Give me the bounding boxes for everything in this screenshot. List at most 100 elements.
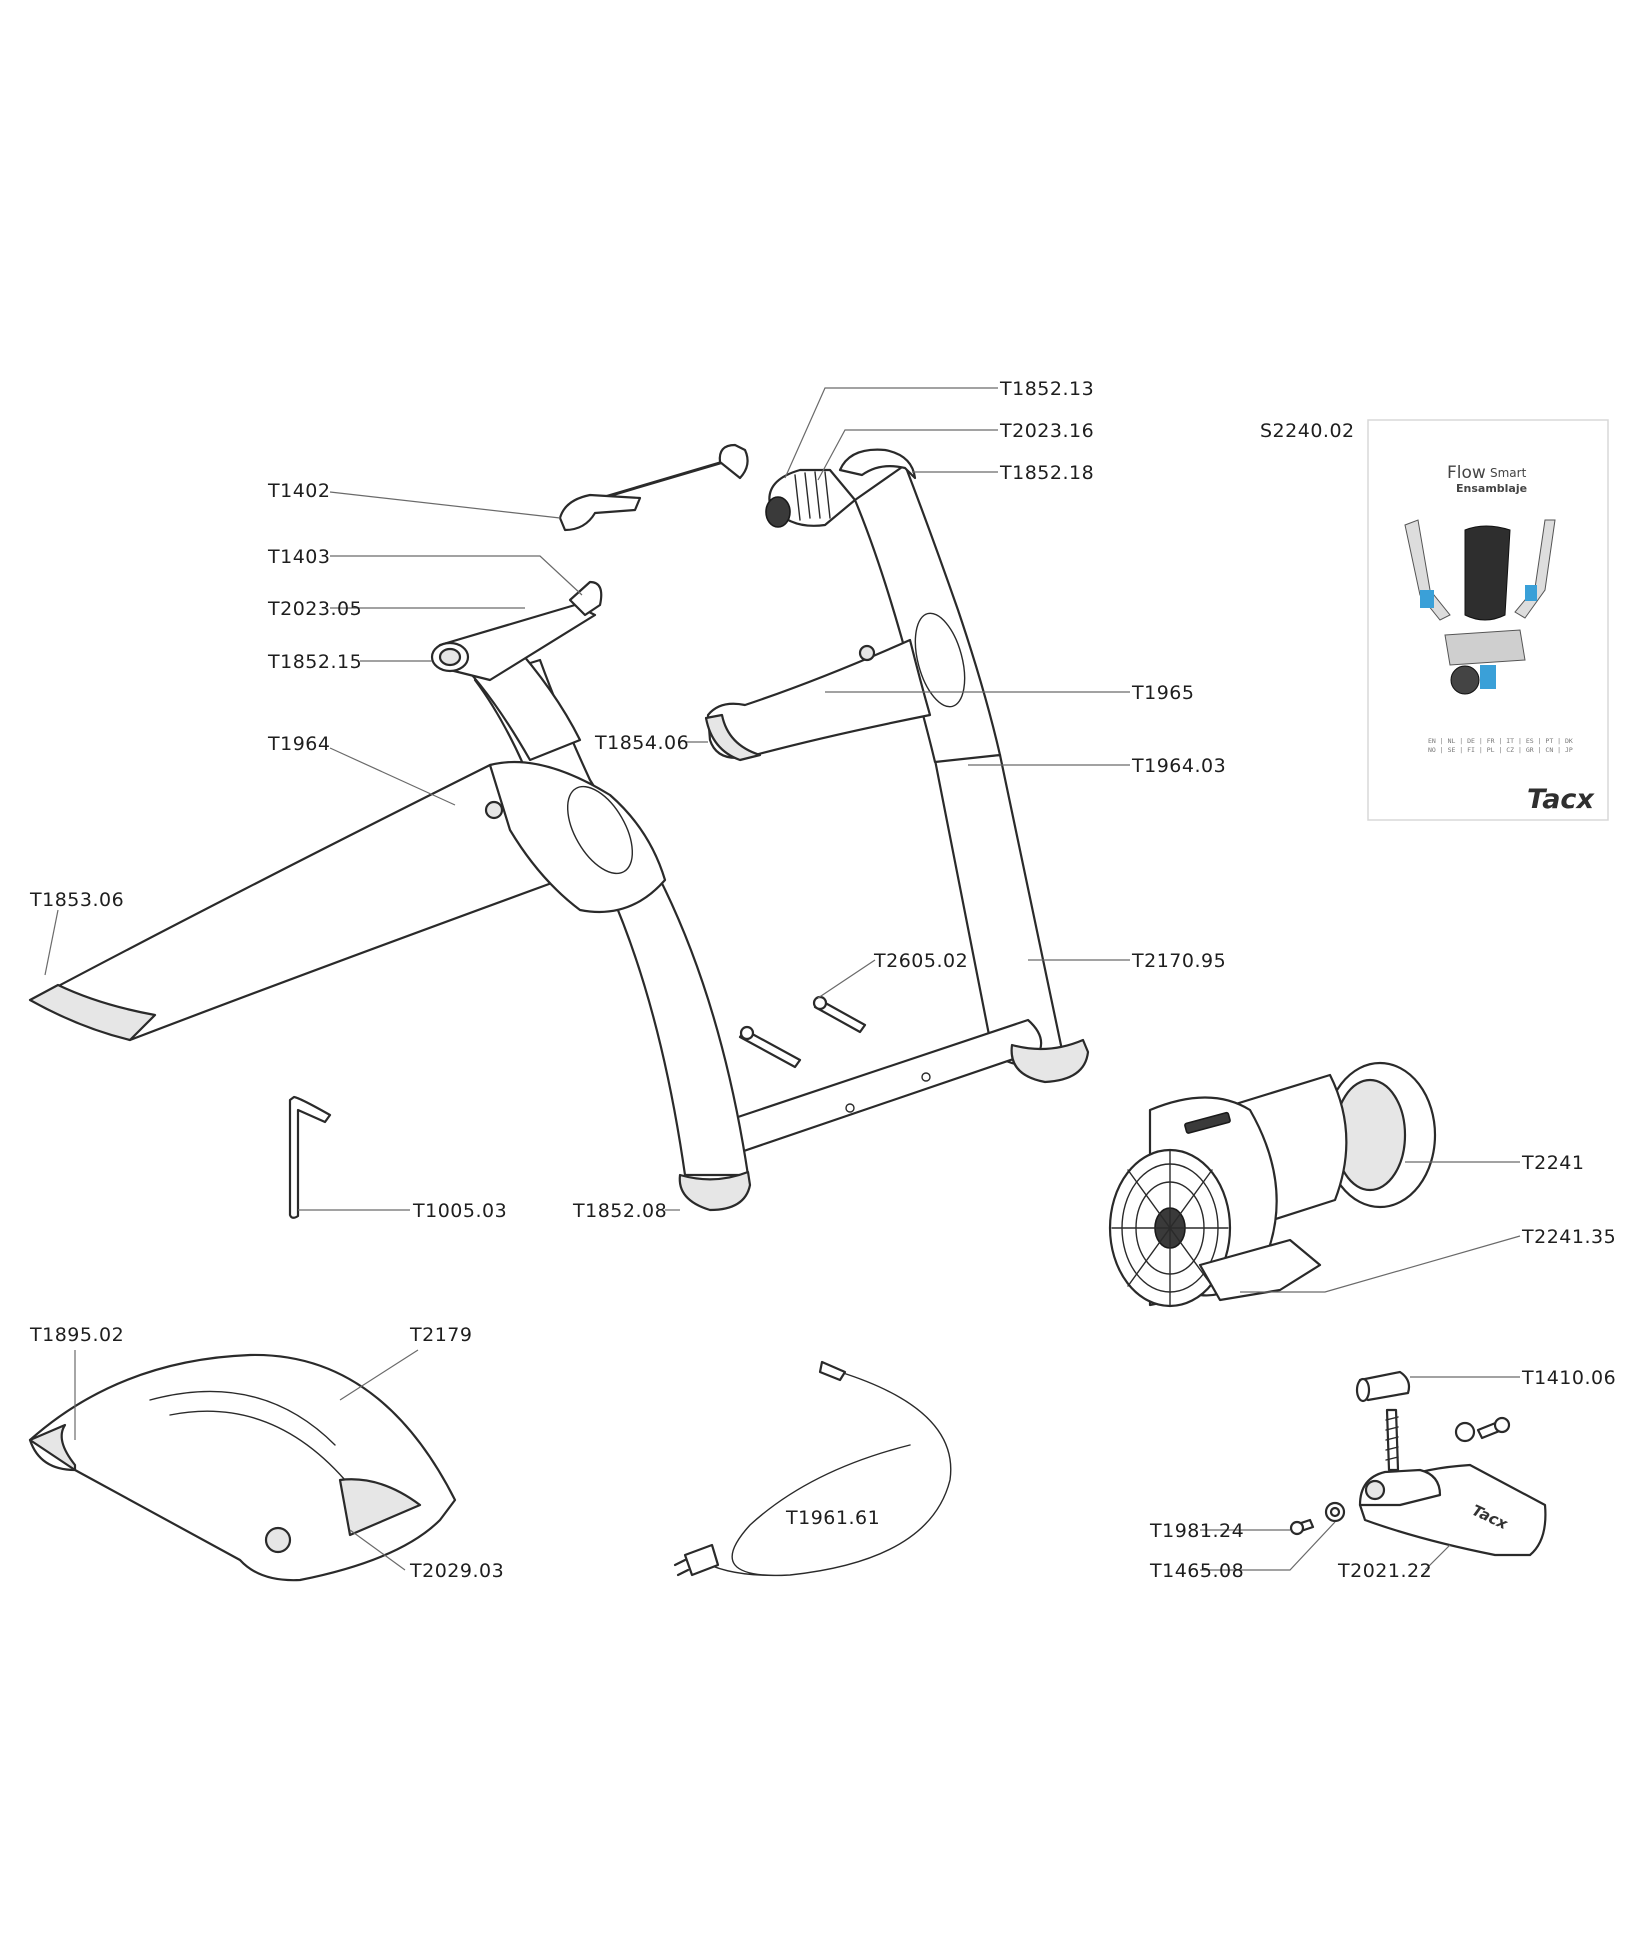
cross-tube xyxy=(718,1018,1043,1157)
washer-screw-head xyxy=(1289,1520,1305,1536)
leader-t1465-08 xyxy=(1200,1521,1336,1571)
allen-key xyxy=(288,1095,332,1219)
skewer-lever xyxy=(558,493,642,532)
footplate-bolt-thread xyxy=(1385,1416,1399,1461)
manual-illustration-unit xyxy=(1450,665,1480,695)
label-t1854-06: T1854.06 xyxy=(594,732,689,754)
foot-cap-left xyxy=(678,1170,752,1212)
label-t2241-35: T2241.35 xyxy=(1521,1226,1616,1248)
label-t1964-03: T1964.03 xyxy=(1131,755,1226,777)
leader-t1964 xyxy=(329,747,456,806)
left-arm-footpad xyxy=(28,983,157,1042)
left-arm-clamp xyxy=(488,760,667,914)
leader-lines xyxy=(44,387,1521,1571)
right-axle-knob-thread xyxy=(794,471,831,521)
wheel-block-body xyxy=(28,1353,457,1582)
cable-wire xyxy=(699,1371,952,1577)
unit-display-slot xyxy=(1184,1111,1231,1134)
fan-spokes xyxy=(1111,1149,1229,1307)
leader-t2179 xyxy=(339,1349,419,1401)
label-t2023-16: T2023.16 xyxy=(999,420,1094,442)
resistance-unit xyxy=(1108,1061,1437,1308)
manual-illustration-arm-right xyxy=(1514,519,1556,619)
cable-plug-pin xyxy=(673,1558,687,1567)
footplate-screw-head xyxy=(1493,1416,1511,1434)
skewer-end-nut xyxy=(718,443,749,480)
label-t1410-06: T1410.06 xyxy=(1521,1367,1616,1389)
manual-illustration-base xyxy=(1444,629,1526,666)
label-t2170-95: T2170.95 xyxy=(1131,950,1226,972)
power-cable xyxy=(673,1360,952,1577)
screw-2-head xyxy=(812,995,828,1011)
label-t2023-05: T2023.05 xyxy=(267,598,362,620)
label-t1961-61: T1961.61 xyxy=(785,1507,880,1529)
label-t1403: T1403 xyxy=(267,546,330,568)
label-t1852-15: T1852.15 xyxy=(267,651,362,673)
leader-t1403 xyxy=(330,555,583,596)
wheel-block-curve xyxy=(169,1410,346,1481)
wheel-block-front-face xyxy=(28,1423,77,1472)
manual-title: Flow xyxy=(1447,463,1486,483)
foot-cap-right xyxy=(1010,1038,1090,1084)
footplate-assembly: Tacx xyxy=(1289,1370,1547,1557)
footplate-nut xyxy=(1454,1421,1476,1443)
manual-languages-row-1: EN | NL | DE | FR | IT | ES | PT | DK xyxy=(1428,737,1573,745)
skewer-rod xyxy=(603,458,732,499)
cable-plug xyxy=(683,1543,720,1577)
label-t1965: T1965 xyxy=(1131,682,1194,704)
label-t1402: T1402 xyxy=(267,480,330,502)
leader-t1852-13 xyxy=(784,387,998,479)
part-labels: T1852.13 T2023.16 T1852.18 S2240.02 T140… xyxy=(29,378,1616,1582)
manual-languages-row-2: NO | SE | FI | PL | CZ | GR | CN | JP xyxy=(1428,746,1573,754)
manual-illustration-block xyxy=(1464,525,1511,621)
leader-t2029-03 xyxy=(349,1529,406,1571)
manual-booklet: Flow Smart Ensamblaje EN | NL | DE | FR … xyxy=(1367,419,1609,821)
leader-t2021-22 xyxy=(1424,1544,1451,1571)
right-arm-footpad xyxy=(704,713,762,762)
footplate-mount-hole xyxy=(1364,1479,1386,1501)
leader-t2023-16 xyxy=(817,429,998,481)
manual-subtitle: Ensamblaje xyxy=(1456,482,1527,495)
label-t1853-06: T1853.06 xyxy=(29,889,124,911)
leader-t2241-35 xyxy=(1240,1235,1521,1293)
right-arm xyxy=(706,638,932,759)
cable-connector xyxy=(818,1360,847,1382)
label-t1964: T1964 xyxy=(267,733,330,755)
left-arm-clamp-collar xyxy=(566,785,634,875)
right-arm-bolt xyxy=(858,644,876,662)
trainer-frame xyxy=(28,448,1090,1212)
right-axle-knob-assembly xyxy=(765,468,857,528)
label-t2021-22: T2021.22 xyxy=(1337,1560,1432,1582)
cross-tube-hole xyxy=(845,1103,855,1113)
label-t1852-13: T1852.13 xyxy=(999,378,1094,400)
cable-plug-pin xyxy=(676,1568,690,1577)
manual-illustration-accent xyxy=(1480,665,1496,689)
label-t1005-03: T1005.03 xyxy=(412,1200,507,1222)
washer-inner xyxy=(1329,1506,1341,1518)
wheel-block-hole xyxy=(264,1526,292,1554)
leader-t1853-06 xyxy=(44,909,59,976)
label-t2029-03: T2029.03 xyxy=(409,1560,504,1582)
left-arm-bolt xyxy=(484,800,504,820)
label-t2605-02: T2605.02 xyxy=(873,950,968,972)
wheel-block-slot xyxy=(338,1478,422,1537)
label-t1895-02: T1895.02 xyxy=(29,1324,124,1346)
label-t1852-08: T1852.08 xyxy=(572,1200,667,1222)
front-wheel-block xyxy=(28,1353,457,1582)
right-leg-tube xyxy=(933,753,1064,1067)
label-t2179: T2179 xyxy=(409,1324,472,1346)
screw-1-head xyxy=(739,1025,755,1041)
label-s2240-02: S2240.02 xyxy=(1260,420,1355,442)
leader-t1402 xyxy=(329,491,561,519)
label-t1465-08: T1465.08 xyxy=(1149,1560,1244,1582)
manual-title-suffix: Smart xyxy=(1490,466,1527,480)
manual-brand-logo: Tacx xyxy=(1527,784,1595,815)
wheel-block-curve xyxy=(149,1390,336,1446)
right-upright-top xyxy=(838,448,917,480)
label-t2241: T2241 xyxy=(1521,1152,1584,1174)
label-t1852-18: T1852.18 xyxy=(999,462,1094,484)
left-axle-cup-inner xyxy=(438,647,462,667)
right-axle-knob-face xyxy=(765,496,791,528)
footplate-cylinder-end xyxy=(1355,1377,1371,1403)
label-t1981-24: T1981.24 xyxy=(1149,1520,1244,1542)
